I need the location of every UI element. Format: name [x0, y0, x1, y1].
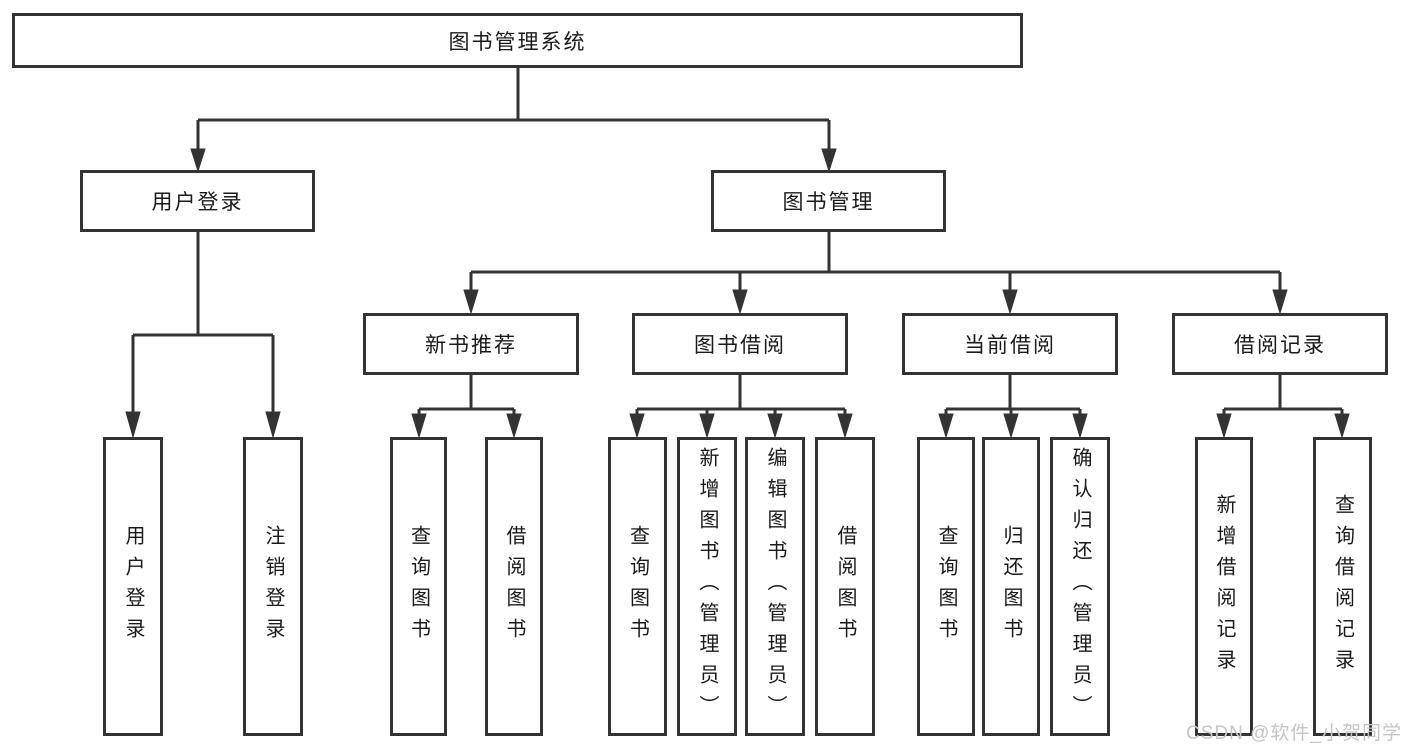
arrow-down-icon [1216, 413, 1232, 439]
arrow-down-icon [265, 411, 281, 439]
connector-bookmgmt-to-level2 [463, 230, 1288, 315]
csdn-watermark: CSDN @软件_小贺同学 [1186, 723, 1402, 744]
arrow-down-icon [821, 148, 837, 173]
arrow-down-icon [732, 289, 748, 315]
arrow-down-icon [1072, 413, 1088, 439]
leaf-query-borrow-record: 查询借阅记录 [1313, 437, 1372, 736]
arrow-down-icon [1272, 289, 1288, 315]
node-borrow-records: 借阅记录 [1172, 313, 1388, 375]
leaf-borrow-books-recommend: 借阅图书 [485, 437, 543, 736]
node-user-login: 用户登录 [80, 170, 315, 232]
node-label: 借阅记录 [1234, 334, 1326, 357]
leaf-query-books-recommend: 查询图书 [390, 437, 447, 736]
node-new-book-recommend: 新书推荐 [363, 313, 579, 375]
connector-root-to-level1 [190, 66, 837, 173]
arrow-down-icon [837, 413, 853, 439]
node-label: 借阅图书 [834, 524, 856, 649]
node-label: 用户登录 [151, 191, 244, 214]
leaf-user-login: 用户登录 [103, 437, 163, 736]
node-current-borrow: 当前借阅 [902, 313, 1118, 375]
node-label: 编辑图书（管理员） [764, 447, 786, 726]
arrow-down-icon [1334, 413, 1350, 439]
leaf-return-book: 归还图书 [982, 437, 1040, 736]
connector-borrowrecords-to-leaves [1216, 373, 1350, 439]
arrow-down-icon [190, 148, 206, 173]
leaf-edit-book-admin: 编辑图书（管理员） [745, 437, 805, 736]
node-label: 查询借阅记录 [1331, 493, 1354, 680]
node-library-management-system: 图书管理系统 [12, 13, 1023, 68]
arrow-down-icon [1003, 413, 1019, 439]
leaf-add-book-admin: 新增图书（管理员） [677, 437, 737, 736]
connector-bookborrow-to-leaves [629, 373, 853, 439]
connector-newbook-to-leaves [411, 373, 522, 439]
arrow-down-icon [125, 411, 141, 439]
node-label: 注销登录 [262, 524, 284, 649]
node-label: 新增借阅记录 [1213, 493, 1235, 680]
leaf-add-borrow-record: 新增借阅记录 [1195, 437, 1253, 736]
node-label: 查询图书 [626, 524, 649, 649]
connector-userlogin-to-leaves [125, 230, 281, 439]
leaf-confirm-return-admin: 确认归还（管理员） [1050, 437, 1110, 736]
node-label: 新书推荐 [425, 334, 517, 357]
arrow-down-icon [463, 289, 479, 315]
node-label: 图书管理系统 [448, 30, 587, 54]
leaf-logout: 注销登录 [243, 437, 303, 736]
node-label: 图书管理 [782, 191, 875, 214]
connector-currentborrow-to-leaves [938, 373, 1088, 439]
node-label: 图书借阅 [694, 334, 786, 357]
node-label: 确认归还（管理员） [1069, 447, 1091, 726]
node-book-borrow: 图书借阅 [632, 313, 848, 375]
arrow-down-icon [938, 413, 954, 439]
arrow-down-icon [699, 413, 715, 439]
node-label: 归还图书 [1000, 524, 1022, 649]
arrow-down-icon [1002, 289, 1018, 315]
node-label: 查询图书 [407, 524, 430, 649]
leaf-query-books-borrow: 查询图书 [608, 437, 667, 736]
leaf-borrow-books: 借阅图书 [815, 437, 875, 736]
arrow-down-icon [411, 413, 427, 439]
node-label: 查询图书 [935, 524, 957, 649]
node-label: 用户登录 [122, 524, 144, 649]
node-label: 新增图书（管理员） [696, 447, 718, 726]
node-label: 当前借阅 [964, 334, 1056, 357]
node-label: 借阅图书 [503, 524, 525, 649]
arrow-down-icon [506, 413, 522, 439]
arrow-down-icon [629, 413, 645, 439]
arrow-down-icon [767, 413, 783, 439]
node-book-management: 图书管理 [711, 170, 946, 232]
leaf-query-books-current: 查询图书 [917, 437, 975, 736]
